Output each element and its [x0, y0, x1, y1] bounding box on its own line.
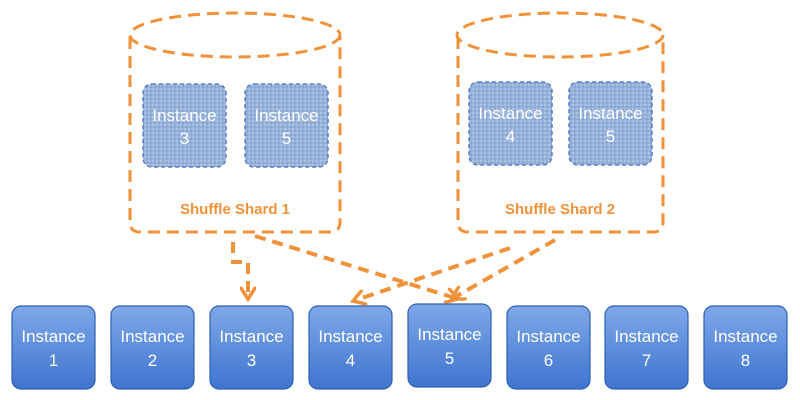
- instance-box: Instance 2: [110, 305, 195, 390]
- instance-label: Instance: [516, 327, 580, 346]
- instance-box: Instance 7: [604, 305, 689, 390]
- instance-number: 7: [642, 351, 651, 370]
- instance-box: Instance 4: [308, 305, 393, 390]
- instance-box: Instance 1: [11, 305, 96, 390]
- instance-label: Instance: [21, 327, 85, 346]
- instance-box: Instance 6: [506, 305, 591, 390]
- instance-label: Instance: [318, 327, 382, 346]
- instance-number: 1: [49, 351, 58, 370]
- instance-label: Instance: [417, 325, 481, 344]
- arrow-shard-1-to-instance-3: [231, 242, 248, 296]
- shard-1-member-box: Instance 5: [244, 83, 329, 168]
- instance-row: Instance 1 Instance 2 Instance 3 Instanc…: [11, 303, 788, 390]
- shard-1-member-label: Instance: [152, 106, 216, 125]
- instance-number: 8: [741, 351, 750, 370]
- shard-2-label: Shuffle Shard 2: [505, 201, 615, 218]
- instance-number: 6: [544, 351, 553, 370]
- instance-box: Instance 8: [703, 305, 788, 390]
- shard-1-label: Shuffle Shard 1: [180, 201, 290, 218]
- shard-1-member-number: 5: [282, 129, 291, 148]
- shard-2-member-number: 5: [606, 127, 615, 146]
- shard-2-member-label: Instance: [478, 104, 542, 123]
- instance-label: Instance: [219, 327, 283, 346]
- shard-1-member-box: Instance 3: [142, 83, 227, 168]
- instance-box: Instance 5: [407, 303, 492, 388]
- instance-label: Instance: [614, 327, 678, 346]
- instance-number: 2: [148, 351, 157, 370]
- shard-1-cylinder-body: [128, 37, 342, 234]
- shard-arrows: [231, 234, 556, 300]
- shard-2-cylinder: Instance 4 Instance 5 Shuffle Shard 2: [455, 11, 665, 234]
- arrow-shard-1-to-instance-5: [254, 234, 455, 298]
- shard-1-cylinder: Instance 3 Instance 5 Shuffle Shard 1: [128, 11, 342, 234]
- shard-1-cylinder-top: [128, 11, 342, 59]
- instance-number: 3: [247, 351, 256, 370]
- instance-label: Instance: [120, 327, 184, 346]
- shard-1-member-number: 3: [180, 129, 189, 148]
- instance-number: 4: [346, 351, 355, 370]
- shard-2-member-box: Instance 4: [468, 81, 553, 166]
- arrow-shard-2-to-instance-4: [356, 246, 511, 300]
- shard-2-cylinder-body: [456, 37, 665, 234]
- arrow-shard-2-to-instance-5: [455, 238, 556, 297]
- shard-2-member-box: Instance 5: [568, 81, 653, 166]
- instance-box: Instance 3: [209, 305, 294, 390]
- shard-2-member-number: 4: [506, 127, 515, 146]
- instance-label: Instance: [713, 327, 777, 346]
- shard-1-member-label: Instance: [254, 106, 318, 125]
- shard-2-member-label: Instance: [578, 104, 642, 123]
- shard-2-cylinder-top: [455, 11, 665, 59]
- instance-number: 5: [445, 349, 454, 368]
